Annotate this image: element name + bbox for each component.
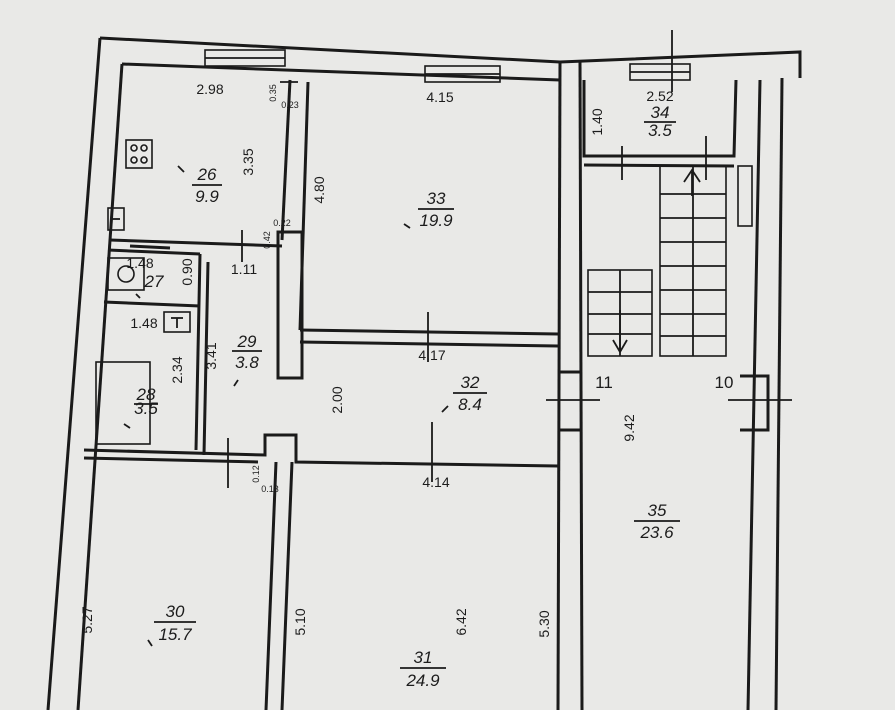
kitchen-sink-icon bbox=[107, 207, 125, 231]
room-number: 31 bbox=[414, 648, 433, 667]
room-label-34: 34 3.5 bbox=[644, 103, 676, 140]
axis-label-10: 10 bbox=[715, 373, 734, 392]
room-area: 23.6 bbox=[639, 523, 674, 542]
dimension-label: 0.35 bbox=[268, 84, 278, 102]
room-label-31: 31 24.9 bbox=[400, 648, 446, 690]
dimension-label: 0.22 bbox=[273, 218, 291, 228]
dimension-label: 0.13 bbox=[261, 484, 279, 494]
room-area: 3.5 bbox=[134, 399, 158, 418]
dimension-labels: 2.98 4.15 2.52 1.40 3.35 4.80 1.48 0.90 … bbox=[79, 81, 674, 638]
room-label-33: 33 19.9 bbox=[418, 189, 454, 230]
room-label-27: 27 bbox=[144, 272, 164, 291]
leader-marks bbox=[123, 165, 449, 647]
room-label-29: 29 3.8 bbox=[232, 332, 262, 372]
outer-walls bbox=[46, 36, 802, 710]
room-area: 3.8 bbox=[235, 353, 259, 372]
dimension-label: 5.30 bbox=[536, 610, 552, 637]
dimension-label: 2.98 bbox=[196, 81, 223, 97]
room-number: 33 bbox=[427, 189, 446, 208]
room-number: 27 bbox=[144, 272, 164, 291]
room-area: 19.9 bbox=[419, 211, 453, 230]
stair-flight-up-icon bbox=[659, 165, 727, 357]
stair-landing-wall bbox=[737, 165, 753, 227]
dimension-label: 4.15 bbox=[426, 89, 453, 105]
dimension-label: 5.10 bbox=[292, 608, 308, 635]
room-area: 15.7 bbox=[158, 625, 192, 644]
room-label-30: 30 15.7 bbox=[154, 602, 196, 644]
stair-flight-down-icon bbox=[587, 269, 653, 357]
room-label-28: 28 3.5 bbox=[134, 385, 158, 418]
bathtub-icon bbox=[95, 361, 151, 445]
room-number: 32 bbox=[461, 373, 480, 392]
dimension-label: 3.41 bbox=[203, 342, 219, 369]
room-number: 34 bbox=[651, 103, 670, 122]
room-number: 28 bbox=[136, 385, 156, 404]
dimension-label: 4.80 bbox=[311, 176, 327, 203]
dimension-label: 5.27 bbox=[79, 606, 95, 633]
dimension-label: 4.14 bbox=[422, 474, 449, 490]
dimension-label: 0.90 bbox=[179, 258, 195, 285]
dimension-label: 1.48 bbox=[126, 255, 153, 271]
room-area: 9.9 bbox=[195, 187, 219, 206]
stove-icon bbox=[125, 139, 153, 169]
dimension-label: 1.48 bbox=[130, 315, 157, 331]
dimension-label: 1.40 bbox=[589, 108, 605, 135]
kitchen-unit-icon bbox=[129, 244, 171, 250]
dimension-label: 2.34 bbox=[169, 356, 185, 383]
room-label-32: 32 8.4 bbox=[453, 373, 487, 414]
windows bbox=[204, 49, 691, 83]
room-number: 35 bbox=[648, 501, 667, 520]
room-number: 26 bbox=[197, 165, 217, 184]
dimension-label: 0.12 bbox=[251, 465, 261, 483]
room-number: 30 bbox=[166, 602, 185, 621]
dimension-label: 3.35 bbox=[240, 148, 256, 175]
room-label-26: 26 9.9 bbox=[192, 165, 222, 206]
opening-ticks bbox=[227, 30, 792, 488]
dimension-label: 0.23 bbox=[281, 100, 299, 110]
dimension-label: 2.52 bbox=[646, 88, 673, 104]
room-label-35: 35 23.6 bbox=[634, 501, 680, 542]
dimension-label: 0.42 bbox=[262, 231, 272, 249]
room-area: 8.4 bbox=[458, 395, 482, 414]
interior-walls bbox=[83, 79, 770, 710]
dimension-label: 2.00 bbox=[329, 386, 345, 413]
room-area: 3.5 bbox=[648, 121, 672, 140]
room-number: 29 bbox=[237, 332, 257, 351]
dimension-label: 1.11 bbox=[231, 261, 257, 277]
toilet-icon bbox=[163, 311, 191, 333]
axis-markers: 11 10 bbox=[595, 373, 733, 392]
room-area: 24.9 bbox=[405, 671, 440, 690]
dimension-label: 4.17 bbox=[418, 347, 445, 363]
axis-label-11: 11 bbox=[595, 373, 613, 392]
dimension-label: 9.42 bbox=[621, 414, 637, 441]
washbasin-icon bbox=[107, 257, 145, 291]
dimension-label: 6.42 bbox=[453, 608, 469, 635]
